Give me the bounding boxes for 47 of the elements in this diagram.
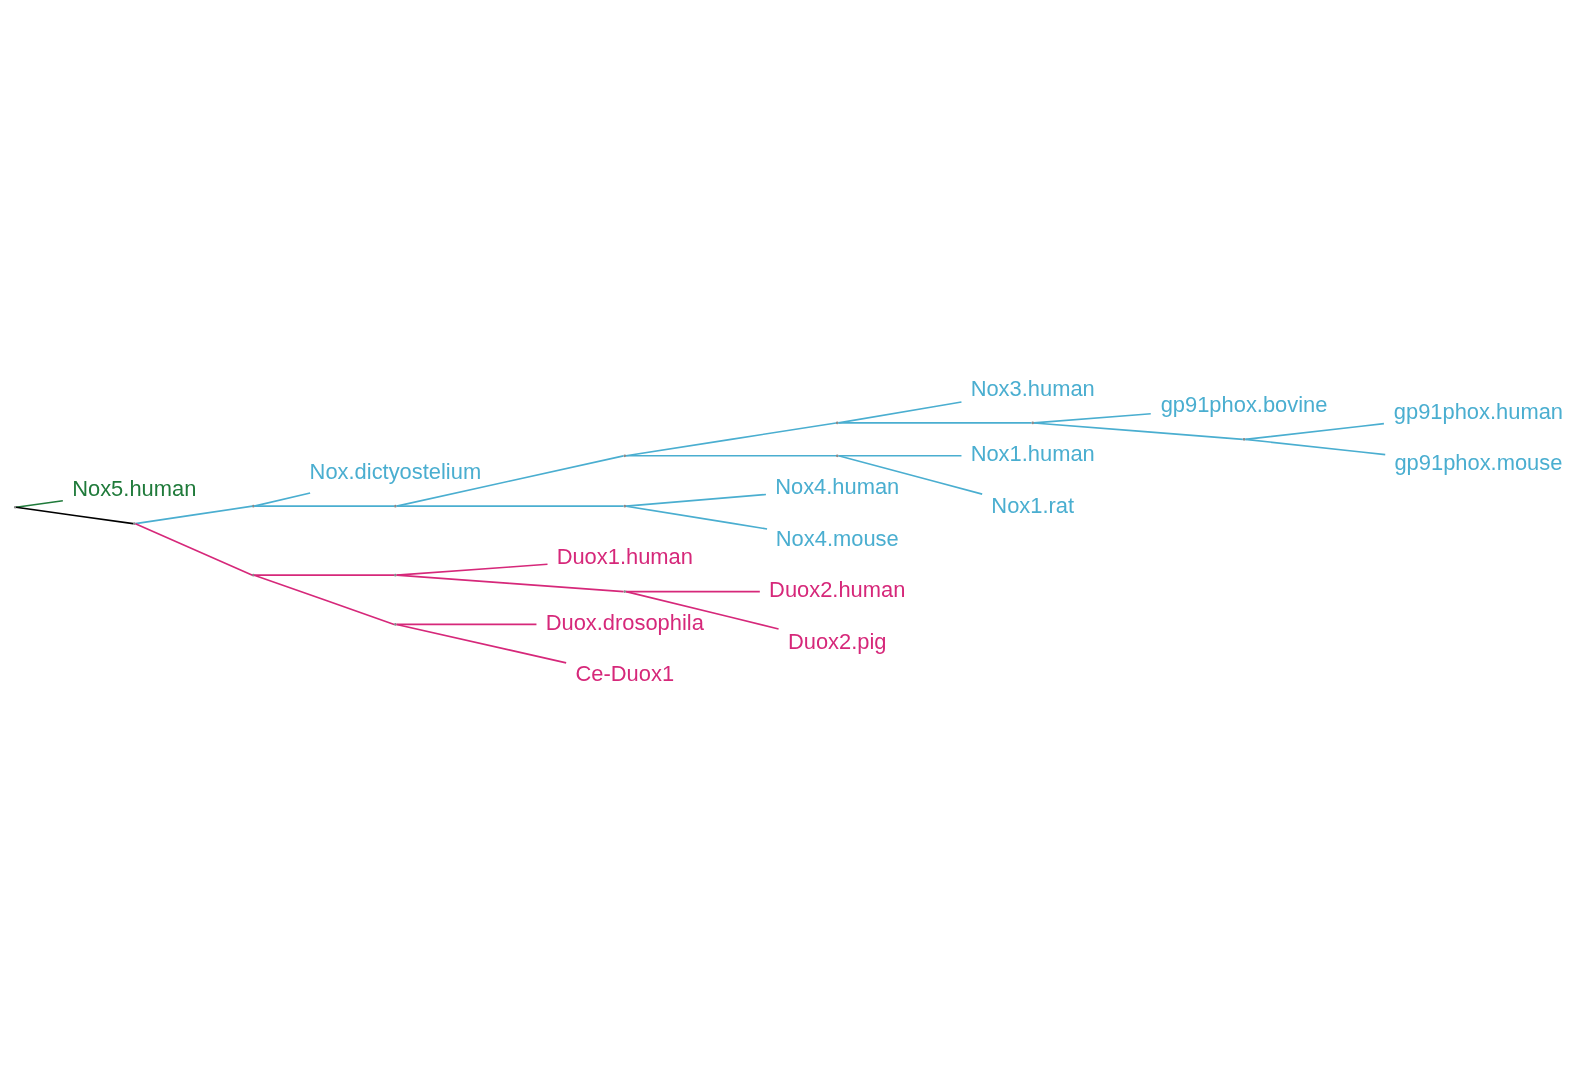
node-text: Nox3.human <box>970 375 1095 401</box>
connector <box>395 562 549 576</box>
connector <box>395 623 538 625</box>
node-point <box>623 504 627 507</box>
node-point <box>252 573 255 576</box>
connector <box>1033 412 1152 424</box>
node-point <box>394 504 397 507</box>
node-text: gp91phox.human <box>1393 398 1563 424</box>
node-text: Duox.drosophila <box>545 609 704 635</box>
connector <box>15 499 64 508</box>
node-text: Nox4.mouse <box>775 525 899 551</box>
connector <box>625 590 780 630</box>
connector <box>395 573 625 592</box>
node-point <box>1031 421 1035 424</box>
connector <box>837 454 983 495</box>
node-text: Duox2.pig <box>787 628 887 654</box>
connector <box>253 491 311 507</box>
node-text: Nox1.human <box>970 440 1095 466</box>
node-point <box>394 622 397 626</box>
connector <box>1244 422 1385 440</box>
node-point <box>623 453 627 457</box>
node-point <box>835 421 839 424</box>
node-point <box>252 504 255 507</box>
node-text: Nox5.human <box>72 475 197 501</box>
node-point <box>394 573 397 576</box>
node-text: gp91phox.mouse <box>1394 449 1563 475</box>
connector <box>625 590 761 592</box>
node-text: gp91phox.bovine <box>1160 391 1328 417</box>
node-text: Nox1.rat <box>991 492 1075 518</box>
node-point <box>13 505 17 509</box>
node-text: Duox1.human <box>556 543 693 569</box>
node-text: Nox.dictyostelium <box>309 458 482 484</box>
connector <box>134 504 254 524</box>
node-point <box>623 589 627 593</box>
node-text: Duox2.human <box>769 576 906 602</box>
node-text: Nox4.human <box>775 473 900 499</box>
node-point <box>835 453 839 457</box>
connector <box>625 454 837 457</box>
connector <box>15 505 134 524</box>
connector <box>253 504 395 507</box>
connector <box>395 623 567 664</box>
node-text: Ce-Duox1 <box>575 660 675 686</box>
node-point <box>1242 437 1246 441</box>
connector <box>1244 438 1387 455</box>
connector <box>1033 421 1244 440</box>
connector <box>837 454 963 457</box>
node-point <box>132 521 136 525</box>
